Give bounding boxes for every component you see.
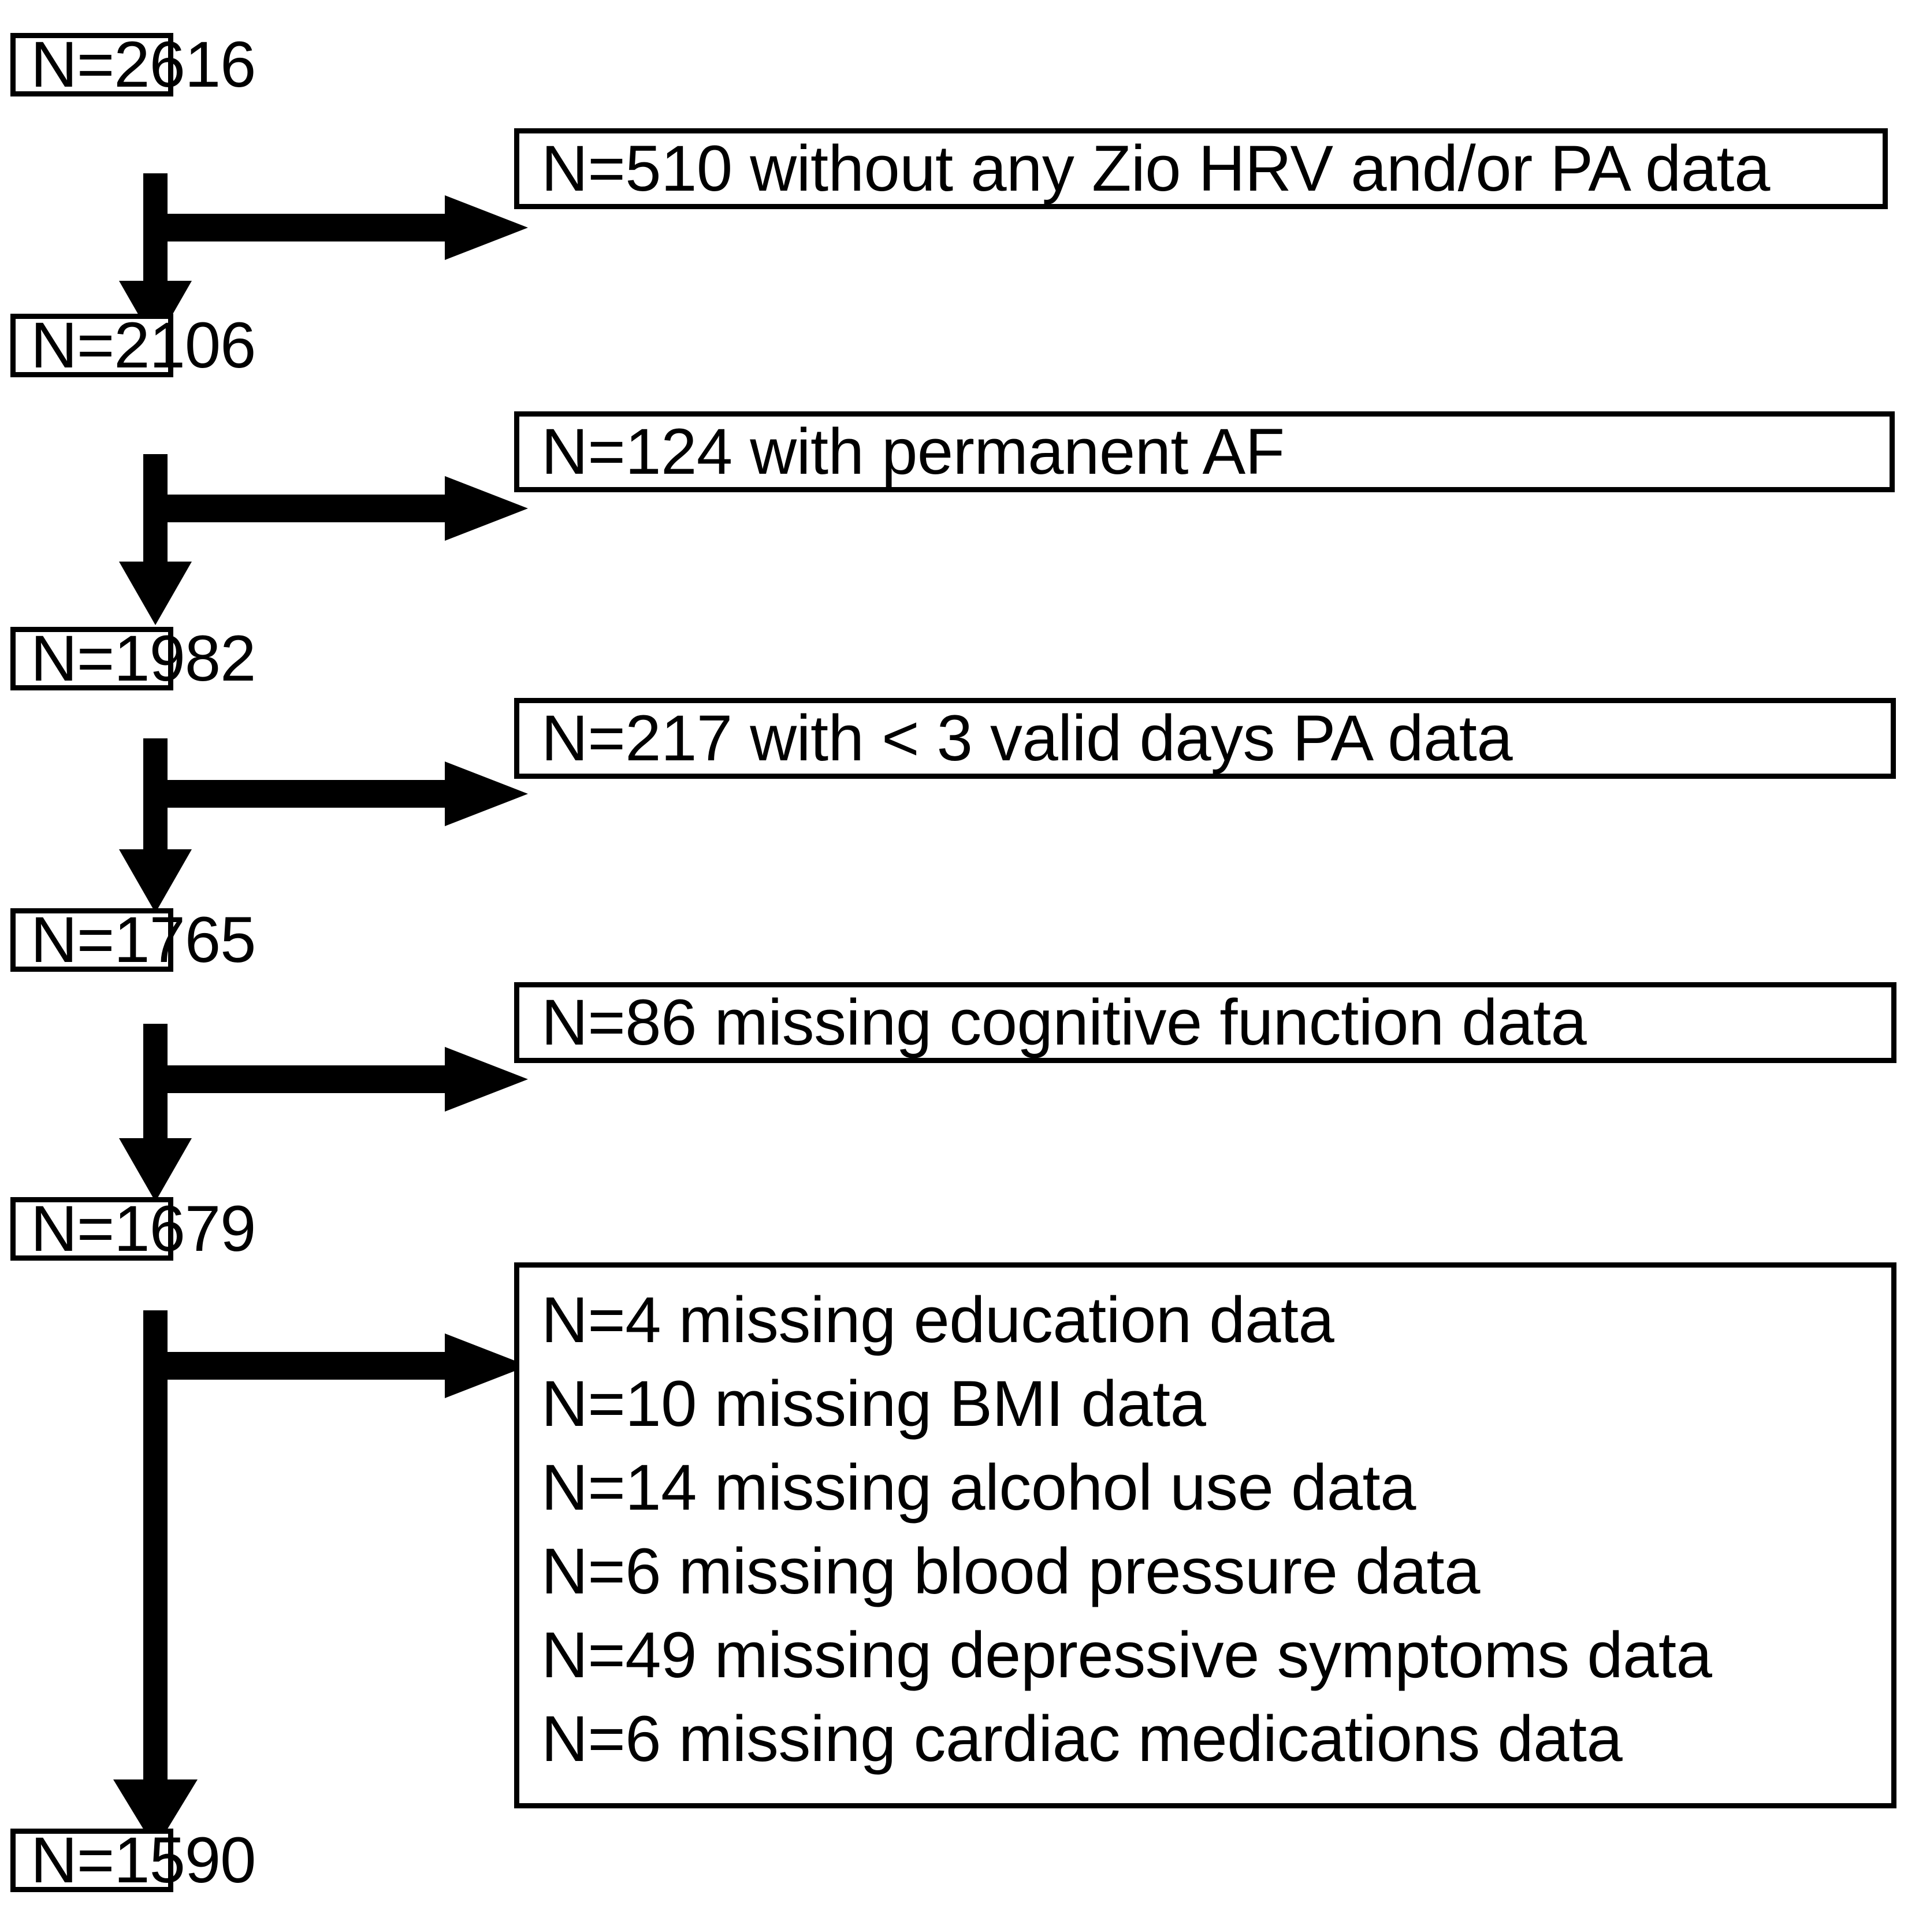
cohort-node-label: N=1982 (31, 622, 256, 694)
exclusion-box-2: N=217 with < 3 valid days PA data (514, 698, 1896, 779)
exclusion-line: N=124 with permanent AF (541, 415, 1285, 488)
cohort-node-4: N=1679 (10, 1197, 256, 1261)
exclusion-box-1: N=124 with permanent AF (514, 411, 1895, 492)
cohort-node-1: N=2106 (10, 313, 256, 378)
exclusion-line: N=14 missing alcohol use data (541, 1451, 1416, 1524)
exclusion-line: N=10 missing BMI data (541, 1368, 1206, 1440)
connector-3 (119, 738, 528, 913)
cohort-node-2: N=1982 (10, 626, 256, 691)
cohort-node-0: N=2616 (10, 32, 256, 97)
exclusion-line: N=86 missing cognitive function data (541, 986, 1587, 1059)
exclusion-line: N=6 missing blood pressure data (541, 1535, 1480, 1608)
cohort-node-label: N=1765 (31, 904, 256, 976)
exclusion-line: N=217 with < 3 valid days PA data (541, 702, 1513, 775)
exclusion-line: N=510 without any Zio HRV and/or PA data (541, 132, 1770, 205)
exclusion-line: N=49 missing depressive symptoms data (541, 1619, 1712, 1692)
exclusion-line: N=6 missing cardiac medications data (541, 1703, 1623, 1775)
exclusion-line: N=4 missing education data (541, 1284, 1334, 1356)
cohort-node-label: N=2616 (31, 28, 256, 101)
connector-4 (119, 1024, 528, 1202)
cohort-node-label: N=2106 (31, 309, 256, 381)
cohort-node-label: N=1590 (31, 1824, 256, 1896)
cohort-node-5: N=1590 (10, 1828, 256, 1893)
cohort-node-label: N=1679 (31, 1192, 256, 1265)
connector-2 (119, 454, 528, 625)
exclusion-box-4: N=4 missing education data N=10 missing … (514, 1262, 1896, 1808)
cohort-node-3: N=1765 (10, 908, 256, 972)
connector-5 (113, 1310, 528, 1849)
exclusion-box-3: N=86 missing cognitive function data (514, 982, 1896, 1063)
exclusion-box-0: N=510 without any Zio HRV and/or PA data (514, 128, 1888, 209)
